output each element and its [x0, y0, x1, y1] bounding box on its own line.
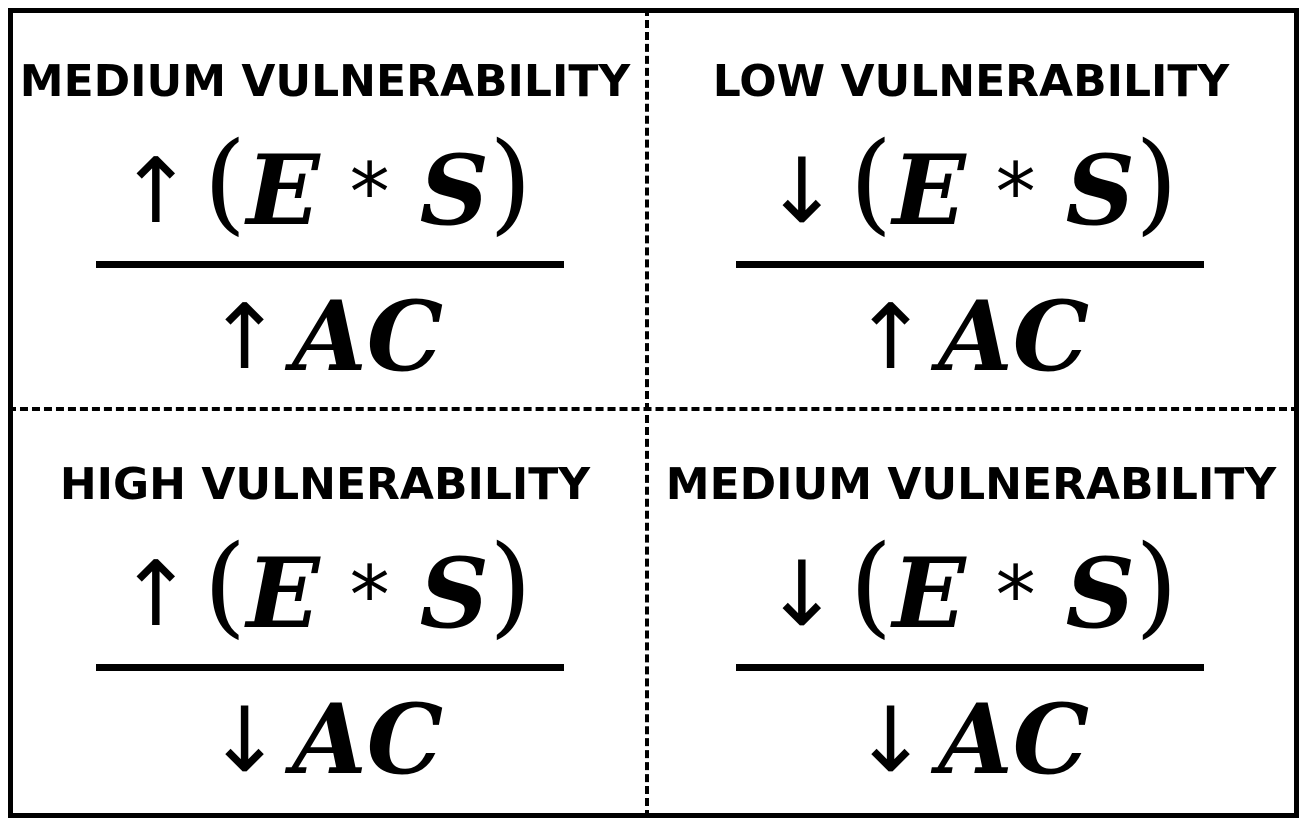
arrow-up-icon: ↑: [118, 139, 194, 244]
arrow-up-icon: ↑: [118, 542, 194, 647]
fraction-line: [736, 664, 1204, 671]
close-paren: ): [488, 521, 532, 649]
arrow-down-icon: ↓: [206, 688, 283, 793]
fraction-line: [736, 261, 1204, 268]
quadrant-label: MEDIUM VULNERABILITY: [665, 459, 1277, 510]
variable-s: S: [419, 537, 489, 650]
arrow-down-icon: ↓: [852, 688, 929, 793]
arrow-up-icon: ↑: [206, 285, 283, 390]
numerator: ↑(E*S): [4, 122, 646, 253]
variable-ac: AC: [292, 280, 444, 393]
denominator: ↑AC: [650, 282, 1292, 393]
numerator: ↑(E*S): [4, 525, 646, 656]
close-paren: ): [1134, 521, 1178, 649]
vertical-dashed-divider: [645, 8, 649, 818]
multiply-operator: *: [349, 549, 390, 642]
arrow-down-icon: ↓: [764, 139, 840, 244]
quadrant-label: MEDIUM VULNERABILITY: [19, 56, 631, 107]
open-paren: (: [849, 118, 893, 246]
denominator: ↓AC: [650, 685, 1292, 796]
quadrant-bottom-left: HIGH VULNERABILITY ↑(E * S) ↓AC: [4, 407, 646, 807]
denominator: ↑AC: [4, 282, 646, 393]
variable-ac: AC: [938, 280, 1090, 393]
quadrant-label: HIGH VULNERABILITY: [59, 459, 591, 510]
multiply-operator: *: [995, 549, 1036, 642]
open-paren: (: [849, 521, 893, 649]
quadrant-bottom-right: MEDIUM VULNERABILITY ↓(E*S) ↓AC: [650, 407, 1292, 807]
close-paren: ): [488, 118, 532, 246]
open-paren: (: [203, 521, 247, 649]
multiply-operator: *: [995, 146, 1036, 239]
variable-s: S: [1065, 134, 1135, 247]
numerator: ↓(E*S): [650, 122, 1292, 253]
close-paren: ): [1134, 118, 1178, 246]
quadrant-top-right: LOW VULNERABILITY ↓(E * S) ↑AC: [650, 4, 1292, 404]
horizontal-dashed-divider: [8, 407, 1299, 411]
quadrant-top-left: MEDIUM VULNERABILITY ↑(E*S) ↑AC: [4, 4, 646, 404]
numerator: ↓(E*S): [650, 525, 1292, 656]
variable-e: E: [246, 537, 320, 650]
arrow-down-icon: ↓: [764, 542, 840, 647]
fraction-line: [96, 261, 564, 268]
variable-e: E: [246, 134, 320, 247]
quadrant-label: LOW VULNERABILITY: [712, 56, 1230, 107]
arrow-up-icon: ↑: [852, 285, 929, 390]
variable-s: S: [1065, 537, 1135, 650]
open-paren: (: [203, 118, 247, 246]
diagram-frame: [8, 8, 1299, 818]
variable-ac: AC: [938, 683, 1090, 796]
denominator: ↓AC: [4, 685, 646, 796]
variable-ac: AC: [292, 683, 444, 796]
variable-e: E: [892, 134, 966, 247]
multiply-operator: *: [349, 146, 390, 239]
variable-s: S: [419, 134, 489, 247]
variable-e: E: [892, 537, 966, 650]
fraction-line: [96, 664, 564, 671]
